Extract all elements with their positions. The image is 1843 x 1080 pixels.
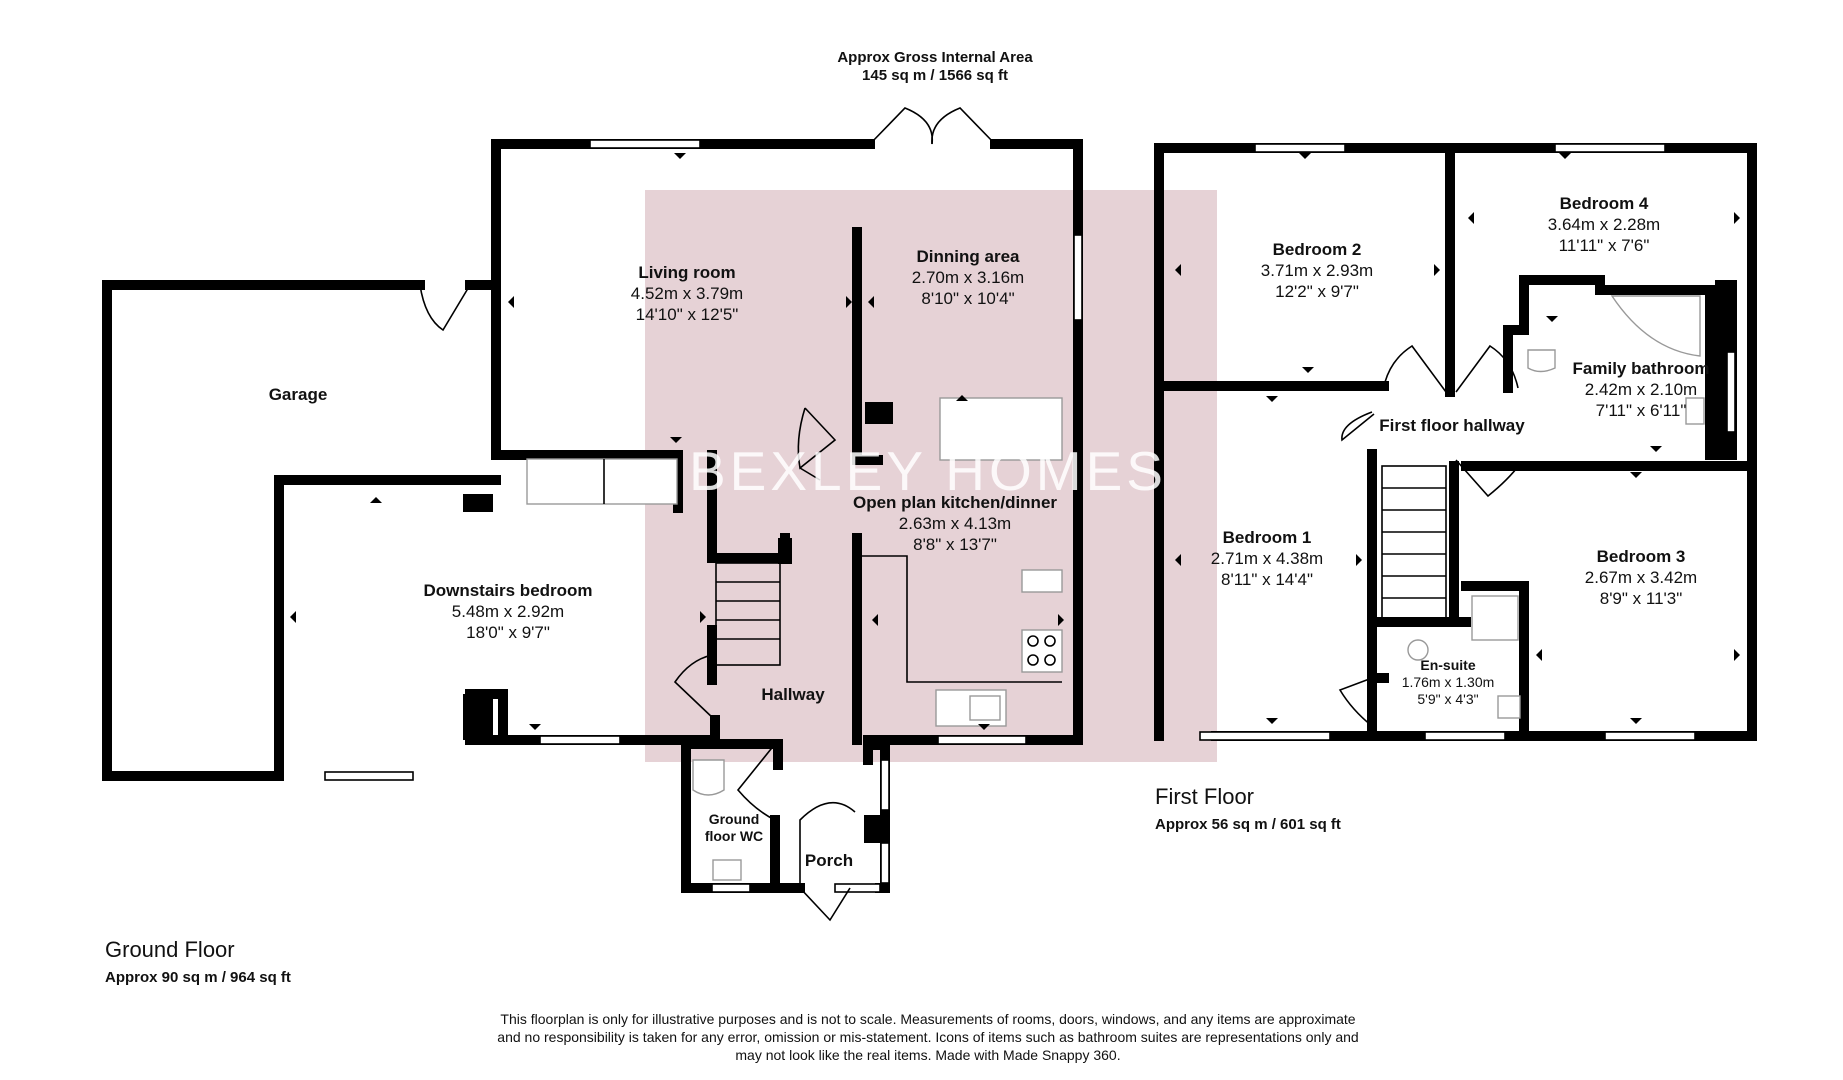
ground-floor-stairs — [715, 562, 781, 666]
wall-pier — [463, 494, 493, 512]
room-metric-ensuite: 1.76m x 1.30m — [1402, 674, 1495, 690]
first-floor-windows — [1199, 143, 1736, 741]
room-name-bedroom2: Bedroom 2 — [1273, 240, 1362, 259]
measurement-markers — [290, 153, 1740, 730]
room-metric-living-room: 4.52m x 3.79m — [631, 284, 743, 303]
ground-floor-doors — [419, 107, 996, 922]
room-metric-kitchen: 2.63m x 4.13m — [899, 514, 1011, 533]
room-metric-bedroom2: 3.71m x 2.93m — [1261, 261, 1373, 280]
room-imperial-kitchen: 8'8" x 13'7" — [913, 535, 997, 554]
room-name-wc-line1: Ground — [709, 811, 760, 827]
room-name-bedroom3: Bedroom 3 — [1597, 547, 1686, 566]
room-metric-downstairs-bedroom: 5.48m x 2.92m — [452, 602, 564, 621]
room-name-bedroom4: Bedroom 4 — [1560, 194, 1649, 213]
room-imperial-dining-area: 8'10" x 10'4" — [921, 289, 1014, 308]
room-name-downstairs-bedroom: Downstairs bedroom — [423, 581, 592, 600]
wc-fixtures — [692, 759, 742, 881]
kitchen-fixtures — [526, 397, 1063, 727]
room-name-living-room: Living room — [638, 263, 735, 282]
first-floor-label: First Floor — [1155, 784, 1254, 809]
first-floor-walls — [1154, 143, 1757, 741]
gross-area-value: 145 sq m / 1566 sq ft — [862, 67, 1008, 84]
room-name-ensuite: En-suite — [1420, 657, 1475, 673]
room-name-bedroom1: Bedroom 1 — [1223, 528, 1312, 547]
room-imperial-bedroom3: 8'9" x 11'3" — [1600, 589, 1683, 608]
disclaimer-line1: This floorplan is only for illustrative … — [500, 1011, 1355, 1027]
wall-pier — [864, 815, 886, 843]
room-metric-bedroom4: 3.64m x 2.28m — [1548, 215, 1660, 234]
watermark: BEXLEY HOMES — [689, 440, 1167, 502]
room-imperial-downstairs-bedroom: 18'0" x 9'7" — [466, 623, 550, 642]
wall-pier — [463, 694, 493, 740]
first-floor-doors — [1338, 344, 1521, 727]
room-name-porch: Porch — [805, 851, 853, 870]
disclaimer-line3: may not look like the real items. Made w… — [735, 1047, 1120, 1063]
ground-floor-windows — [324, 139, 1083, 893]
room-imperial-bedroom4: 11'11" x 7'6" — [1559, 236, 1650, 255]
wall-pier — [778, 538, 792, 564]
room-name-dining-area: Dinning area — [917, 247, 1021, 266]
first-floor-stairs — [1381, 465, 1447, 619]
room-metric-family-bathroom: 2.42m x 2.10m — [1585, 380, 1697, 399]
room-metric-bedroom1: 2.71m x 4.38m — [1211, 549, 1323, 568]
room-name-family-bathroom: Family bathroom — [1573, 359, 1710, 378]
chimney-block — [865, 402, 893, 424]
room-name-first-floor-hallway: First floor hallway — [1379, 416, 1525, 435]
room-imperial-living-room: 14'10" x 12'5" — [636, 305, 739, 324]
room-name-wc-line2: floor WC — [705, 828, 763, 844]
bathroom-fixtures — [1407, 295, 1705, 719]
highlight-band — [645, 190, 1217, 762]
first-floor-area: Approx 56 sq m / 601 sq ft — [1155, 816, 1341, 833]
ground-floor-label: Ground Floor — [105, 937, 235, 962]
room-imperial-bedroom2: 12'2" x 9'7" — [1275, 282, 1359, 301]
room-name-kitchen: Open plan kitchen/dinner — [853, 493, 1057, 512]
room-name-hallway: Hallway — [761, 685, 825, 704]
ground-floor-area: Approx 90 sq m / 964 sq ft — [105, 969, 291, 986]
gross-area-title: Approx Gross Internal Area — [837, 49, 1033, 66]
room-imperial-ensuite: 5'9" x 4'3" — [1417, 691, 1478, 707]
disclaimer-line2: and no responsibility is taken for any e… — [497, 1029, 1358, 1045]
room-metric-dining-area: 2.70m x 3.16m — [912, 268, 1024, 287]
room-imperial-family-bathroom: 7'11" x 6'11" — [1596, 401, 1687, 420]
room-metric-bedroom3: 2.67m x 3.42m — [1585, 568, 1697, 587]
room-name-garage: Garage — [269, 385, 328, 404]
room-imperial-bedroom1: 8'11" x 14'4" — [1221, 570, 1313, 589]
